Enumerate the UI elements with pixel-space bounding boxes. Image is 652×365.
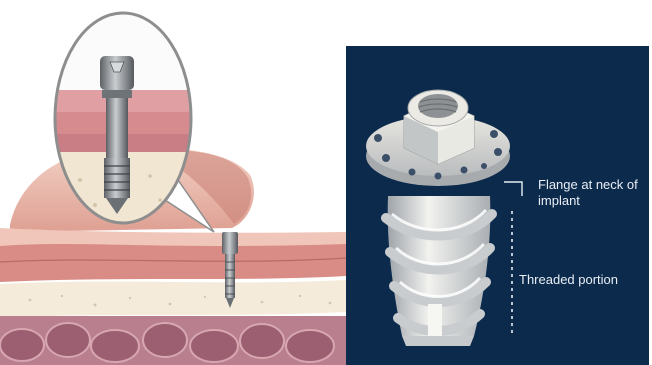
cortical-bone xyxy=(0,280,346,318)
cross-section-illustration xyxy=(0,0,346,365)
mucosa-layer xyxy=(0,244,346,282)
flange-label: Flange at neck of implant xyxy=(538,177,648,209)
hex-head xyxy=(404,90,474,164)
flange-bracket xyxy=(504,182,522,196)
cross-section-svg xyxy=(0,0,346,365)
threaded-portion-label: Threaded portion xyxy=(519,272,644,288)
threaded-body xyxy=(386,196,492,346)
